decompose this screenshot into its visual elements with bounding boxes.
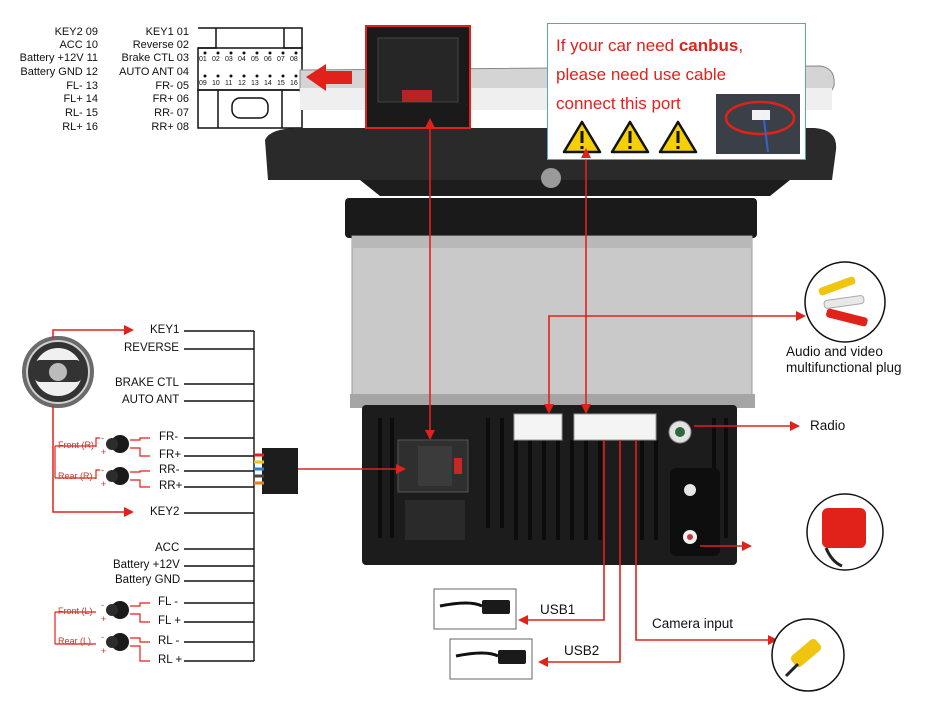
av-cable-icon — [804, 261, 886, 343]
callout-av-line2: multifunctional plug — [786, 360, 902, 375]
speaker-label-rear-left: Rear (L) — [58, 636, 92, 646]
warning-icon — [562, 120, 602, 154]
speaker-rear-right-icon — [106, 467, 129, 485]
polarity-minus: - — [101, 632, 104, 642]
gps-antenna-icon — [806, 493, 884, 571]
wire-label-brake: BRAKE CTL — [115, 377, 179, 389]
pin-label: KEY2 09 — [54, 26, 98, 38]
callout-camera-input: Camera input — [652, 616, 734, 631]
canbus-note-box: If your car need canbus, please need use… — [547, 23, 806, 160]
callout-usb1: USB1 — [540, 602, 576, 617]
usb2-cable-icon — [449, 638, 533, 680]
pin-label: FR+ 06 — [152, 93, 189, 105]
pin-number: 14 — [264, 80, 272, 87]
pin-number: 11 — [225, 80, 233, 87]
pin-label: KEY1 01 — [145, 26, 189, 38]
wire-label-fl-minus: FL - — [158, 596, 179, 608]
polarity-plus: + — [101, 614, 107, 624]
wire-label-rr-plus: RR+ — [159, 480, 183, 492]
wire-label-battery-gnd: Battery GND — [115, 574, 181, 586]
canbus-note-bold: canbus — [678, 36, 739, 55]
pin-number: 05 — [251, 56, 259, 63]
canbus-note-line2: please need use cable — [556, 65, 727, 84]
pin-label: FL- 13 — [66, 80, 98, 92]
polarity-plus: + — [101, 447, 107, 457]
canbus-port-photo — [716, 94, 800, 154]
pin-label: RR- 07 — [154, 107, 189, 119]
warning-icon — [610, 120, 650, 154]
pin-number: 03 — [225, 56, 233, 63]
pin-number: 16 — [290, 80, 298, 87]
speaker-front-right-icon — [106, 435, 129, 453]
wire-label-key2: KEY2 — [150, 506, 180, 518]
wire-label-reverse: REVERSE — [124, 342, 179, 354]
wire-label-acc: ACC — [155, 542, 180, 554]
speaker-label-front-left: Front (L) — [58, 606, 93, 616]
wire-label-fr-plus: FR+ — [159, 449, 182, 461]
pin-number: 12 — [238, 80, 246, 87]
canbus-note-text: If your car need — [556, 36, 679, 55]
wire-label-key1: KEY1 — [150, 324, 180, 336]
wire-label-auto-ant: AUTO ANT — [122, 394, 180, 406]
pin-label: Battery GND 12 — [20, 66, 98, 78]
canbus-note-text: , — [738, 36, 744, 55]
pin-number: 07 — [277, 56, 285, 63]
usb1-cable-icon — [433, 588, 517, 630]
pin-label: RL- 15 — [64, 107, 98, 119]
pin-number: 06 — [264, 56, 272, 63]
pin-number: 02 — [212, 56, 220, 63]
canbus-note-line1: If your car need canbus, — [556, 36, 743, 56]
wire-label-fl-plus: FL + — [158, 615, 181, 627]
pin-label: FR- 05 — [155, 80, 189, 92]
pin-number: 09 — [199, 80, 207, 87]
pin-label: ACC 10 — [59, 39, 98, 51]
warning-icon — [658, 120, 698, 154]
pin-label: AUTO ANT 04 — [119, 66, 189, 78]
speaker-label-front-right: Front (R) — [58, 440, 94, 450]
polarity-minus: - — [101, 465, 104, 475]
callout-usb2: USB2 — [564, 643, 600, 658]
pin-label: Reverse 02 — [132, 39, 189, 51]
polarity-minus: - — [101, 433, 104, 443]
steering-wheel-icon — [22, 336, 94, 408]
wire-label-rl-minus: RL - — [158, 635, 180, 647]
pin-number: 10 — [212, 80, 220, 87]
speaker-front-left-icon — [106, 601, 129, 619]
callout-av-line1: Audio and video — [786, 344, 883, 359]
speaker-rear-left-icon — [106, 633, 129, 651]
pin-number: 04 — [238, 56, 246, 63]
pin-number: 01 — [199, 56, 207, 63]
pin-label: Brake CTL 03 — [121, 52, 189, 64]
warning-icons — [562, 120, 698, 154]
wire-label-rr-minus: RR- — [159, 464, 180, 476]
polarity-plus: + — [101, 646, 107, 656]
pin-label: FL+ 14 — [63, 93, 98, 105]
camera-cable-icon — [771, 618, 845, 692]
pin-label: Battery +12V 11 — [19, 52, 98, 64]
polarity-minus: - — [101, 600, 104, 610]
pin-number: 08 — [290, 56, 298, 63]
wire-label-rl-plus: RL + — [158, 654, 183, 666]
wire-label-battery-12v: Battery +12V — [113, 559, 180, 571]
wire-label-fr-minus: FR- — [159, 431, 179, 443]
pin-number: 15 — [277, 80, 285, 87]
pin-label: RR+ 08 — [151, 121, 189, 133]
canbus-note-line3: connect this port — [556, 94, 681, 113]
harness-plug — [254, 448, 298, 494]
pin-number: 13 — [251, 80, 259, 87]
polarity-plus: + — [101, 479, 107, 489]
speaker-label-rear-right: Rear (R) — [58, 471, 93, 481]
callout-radio: Radio — [810, 418, 846, 433]
pin-label: RL+ 16 — [62, 121, 98, 133]
